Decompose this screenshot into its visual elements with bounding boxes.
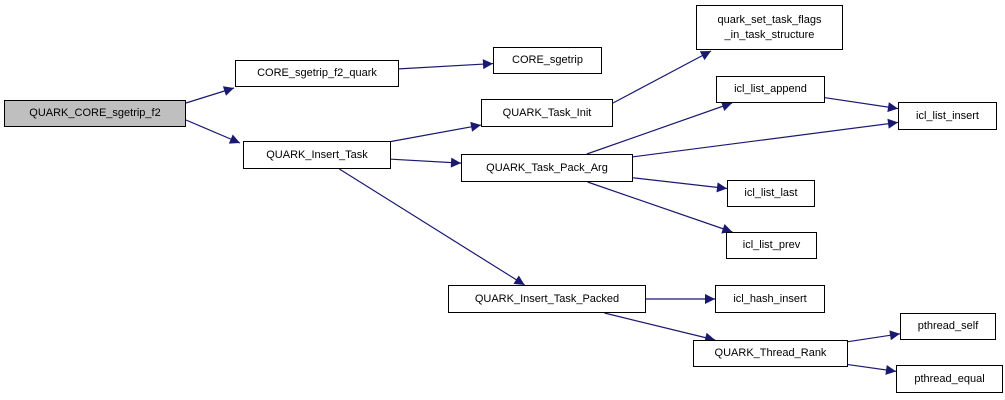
node-QUARK_Insert_Task_Packed[interactable]: QUARK_Insert_Task_Packed bbox=[448, 285, 646, 313]
edge-QUARK_Insert_Task-to-QUARK_Task_Init bbox=[390, 121, 482, 143]
edge-QUARK_Insert_Task_Packed-to-QUARK_Thread_Rank bbox=[604, 312, 716, 343]
edge-icl_list_append-to-icl_list_insert bbox=[824, 97, 899, 113]
node-pthread_self[interactable]: pthread_self bbox=[900, 313, 996, 340]
edge-CORE_sgetrip_f2_quark-to-CORE_sgetrip bbox=[398, 59, 494, 70]
edge-QUARK_Thread_Rank-to-pthread_self bbox=[847, 330, 901, 343]
edge-QUARK_Task_Pack_Arg-to-icl_list_append bbox=[586, 101, 733, 155]
edge-QUARK_Task_Pack_Arg-to-icl_list_prev bbox=[587, 181, 733, 234]
edge-QUARK_CORE_sgetrip_f2-to-CORE_sgetrip_f2_quark bbox=[185, 86, 235, 104]
edge-QUARK_Insert_Task-to-QUARK_Insert_Task_Packed bbox=[339, 168, 525, 286]
node-QUARK_Thread_Rank[interactable]: QUARK_Thread_Rank bbox=[693, 340, 848, 367]
node-icl_list_prev[interactable]: icl_list_prev bbox=[726, 232, 817, 259]
edge-QUARK_Insert_Task-to-QUARK_Task_Pack_Arg bbox=[390, 157, 462, 168]
node-QUARK_Task_Init[interactable]: QUARK_Task_Init bbox=[481, 99, 613, 127]
node-QUARK_Task_Pack_Arg[interactable]: QUARK_Task_Pack_Arg bbox=[461, 154, 633, 182]
edge-QUARK_Thread_Rank-to-pthread_equal bbox=[847, 363, 897, 375]
node-icl_hash_insert[interactable]: icl_hash_insert bbox=[715, 285, 825, 313]
node-quark_set_task_flags_in_task_structure[interactable]: quark_set_task_flags _in_task_structure bbox=[696, 5, 843, 50]
edge-QUARK_Task_Pack_Arg-to-icl_list_insert bbox=[632, 118, 899, 158]
node-icl_list_append[interactable]: icl_list_append bbox=[716, 76, 825, 103]
edge-QUARK_Task_Pack_Arg-to-icl_list_last bbox=[632, 177, 728, 193]
edge-QUARK_Task_Init-to-quark_set_task_flags_in_task_structure bbox=[612, 50, 712, 104]
node-pthread_equal[interactable]: pthread_equal bbox=[896, 365, 1003, 393]
edge-QUARK_CORE_sgetrip_f2-to-QUARK_Insert_Task bbox=[185, 119, 241, 144]
node-CORE_sgetrip_f2_quark[interactable]: CORE_sgetrip_f2_quark bbox=[235, 60, 399, 87]
node-icl_list_last[interactable]: icl_list_last bbox=[727, 180, 815, 207]
node-icl_list_insert[interactable]: icl_list_insert bbox=[898, 102, 997, 130]
node-QUARK_Insert_Task[interactable]: QUARK_Insert_Task bbox=[243, 141, 391, 169]
node-CORE_sgetrip[interactable]: CORE_sgetrip bbox=[493, 47, 602, 74]
node-QUARK_CORE_sgetrip_f2: QUARK_CORE_sgetrip_f2 bbox=[4, 100, 186, 127]
